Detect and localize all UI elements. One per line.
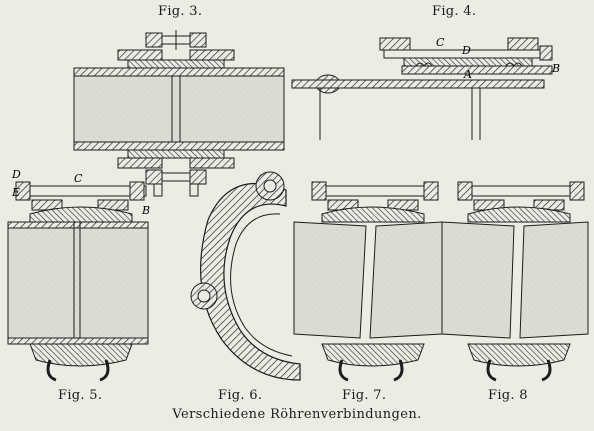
fig5-drawing: D E C B: [7, 168, 150, 382]
fig3-label: Fig. 3.: [158, 4, 203, 19]
fig5-letter-b: B: [141, 204, 150, 217]
fig5-letter-d: D: [11, 168, 21, 181]
fig5-label: Fig. 5.: [58, 388, 103, 403]
fig4-label: Fig. 4.: [432, 4, 477, 19]
fig3-drawing: [73, 30, 285, 197]
fig4-drawing: C D B A: [291, 36, 560, 140]
fig5-letter-c: C: [74, 172, 83, 185]
fig8-label: Fig. 8: [488, 388, 528, 403]
fig5-letter-e: E: [11, 186, 20, 199]
fig7-drawing: [293, 181, 443, 382]
plate-caption: Verschiedene Röhrenverbindungen.: [172, 407, 422, 422]
fig6-label: Fig. 6.: [218, 388, 263, 403]
fig4-letter-d: D: [461, 44, 471, 57]
fig4-letter-b: B: [551, 62, 560, 75]
fig8-drawing: [441, 181, 589, 382]
fig4-letter-a: A: [463, 68, 472, 81]
fig6-drawing: [190, 171, 301, 381]
fig7-label: Fig. 7.: [342, 388, 387, 403]
fig4-letter-c: C: [436, 36, 445, 49]
